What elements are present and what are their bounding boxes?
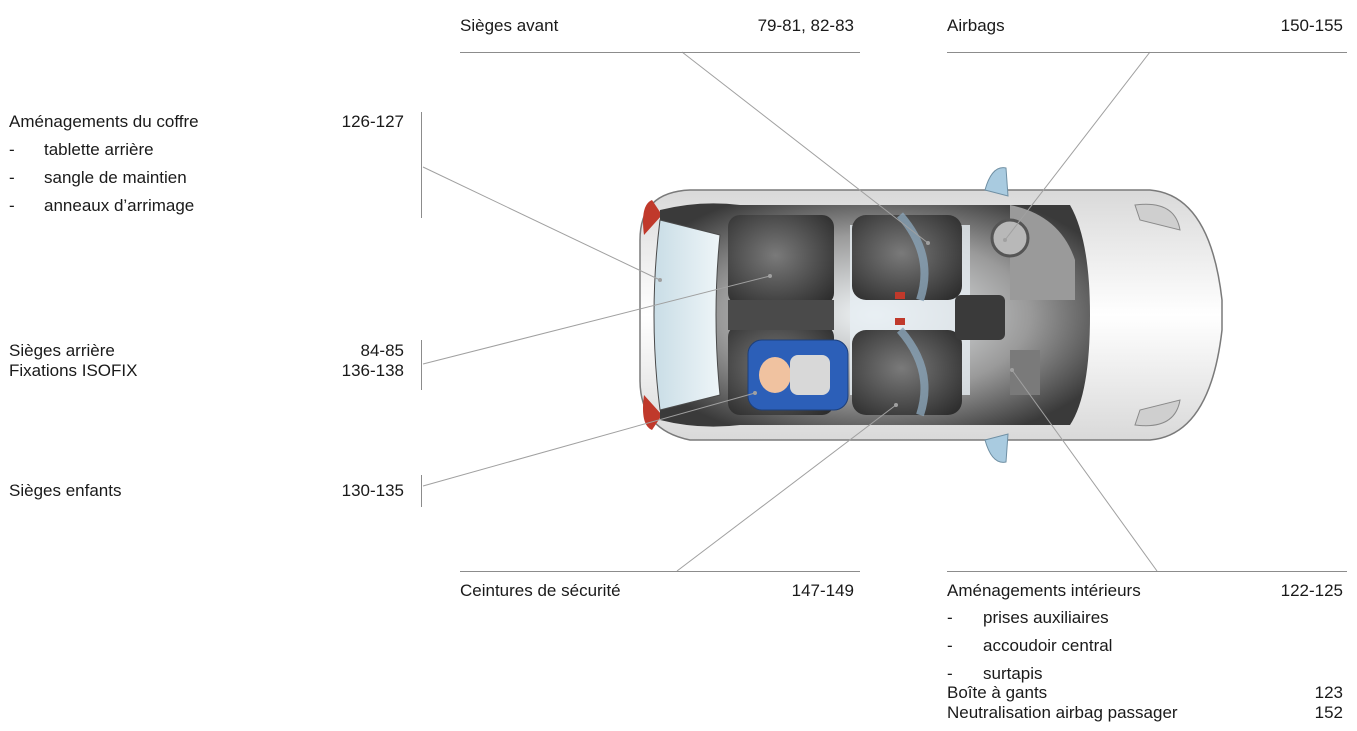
divider [947,52,1347,53]
interior-item: prises auxiliaires [983,608,1109,627]
child-head [759,357,791,393]
steering-wheel [990,218,1030,258]
airbags-label: Airbags [947,16,1005,35]
isofix-pages[interactable]: 136-138 [341,361,404,380]
bullet: - [947,636,953,655]
front-seats-pages[interactable]: 79-81, 82-83 [757,16,854,35]
airbag-off-label: Neutralisation airbag passager [947,703,1178,722]
child-seats-label: Sièges enfants [9,481,122,500]
front-seats-label: Sièges avant [460,16,559,35]
front-seats [852,212,962,417]
rear-light-right [643,395,662,430]
rear-light-left [643,200,662,235]
divider [460,571,860,572]
boot-item: sangle de maintien [44,168,187,187]
boot-item: anneaux d’arrimage [44,196,195,215]
boot-label: Aménagements du coffre [9,112,199,131]
airbag-off-pages[interactable]: 152 [1314,703,1343,722]
interior-item: surtapis [983,664,1043,683]
interior-label: Aménagements intérieurs [947,581,1141,600]
glovebox-pages[interactable]: 123 [1314,683,1343,702]
bullet: - [947,608,953,627]
bullet: - [947,664,953,683]
mirror-left [984,167,1009,197]
interior-pages[interactable]: 122-125 [1280,581,1343,600]
callout-lines [422,51,1158,572]
interior-item: accoudoir central [983,636,1113,655]
belts-pages[interactable]: 147-149 [791,581,854,600]
callout-dots [658,238,1014,407]
divider [947,571,1347,572]
glovebox-label: Boîte à gants [947,683,1048,702]
center-console [955,295,1005,340]
divider [421,340,422,390]
mirror-right [984,433,1009,463]
bullet: - [9,196,15,215]
rear-seats-label: Sièges arrière [9,341,115,360]
child-seat [747,339,849,411]
isofix-label: Fixations ISOFIX [9,361,138,380]
boot-area [653,219,721,411]
boot-item: tablette arrière [44,140,154,159]
headlight-left [1134,203,1181,231]
belts-label: Ceintures de sécurité [460,581,621,600]
bullet: - [9,168,15,187]
boot-pages[interactable]: 126-127 [341,112,404,131]
airbags-pages[interactable]: 150-155 [1280,16,1343,35]
headlight-right [1134,399,1181,427]
divider [421,475,422,507]
child-seats-pages[interactable]: 130-135 [341,481,404,500]
rear-seats-pages[interactable]: 84-85 [360,341,404,360]
divider [460,52,860,53]
bullet: - [9,140,15,159]
divider [421,112,422,218]
